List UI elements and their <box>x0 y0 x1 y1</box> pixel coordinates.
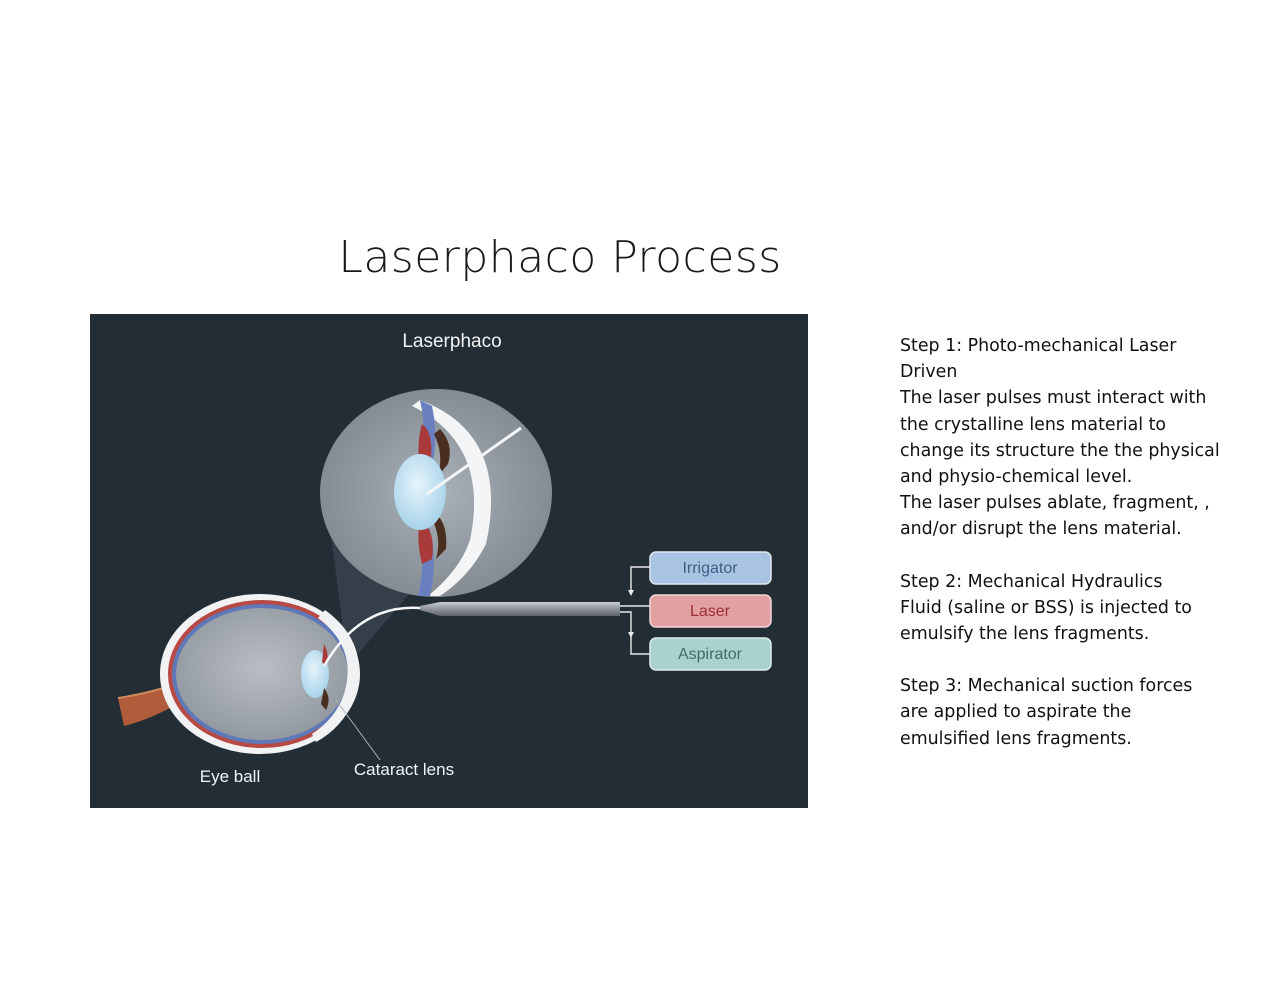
laserphaco-diagram: Laserphaco <box>90 314 808 808</box>
laserphaco-illustration: Laserphaco <box>117 331 772 786</box>
step-2: Step 2: Mechanical Hydraulics Fluid (sal… <box>900 569 1220 648</box>
step-heading: Step 2: Mechanical Hydraulics <box>900 571 1163 592</box>
step-text: Fluid (saline or BSS) is injected to emu… <box>900 597 1192 645</box>
eyeball <box>117 594 381 761</box>
aspirator-box: Aspirator <box>649 637 772 671</box>
step-heading: Step 3: Mechanical suction forces are ap… <box>900 676 1193 749</box>
step-text: The laser pulses ablate, fragment, , and… <box>900 493 1210 540</box>
steps-panel: Step 1: Photo-mechanical Laser Driven Th… <box>900 333 1220 778</box>
step-1: Step 1: Photo-mechanical Laser Driven Th… <box>900 333 1220 543</box>
step-heading: Step 1: Photo-mechanical Laser Driven <box>900 336 1177 383</box>
laser-label: Laser <box>690 603 731 620</box>
step-3: Step 3: Mechanical suction forces are ap… <box>900 673 1220 752</box>
figure-title: Laserphaco <box>402 331 501 352</box>
step-text: The laser pulses must interact with the … <box>900 388 1220 488</box>
laser-box: Laser <box>649 594 772 628</box>
magnified-lens-view <box>320 389 552 597</box>
connector-lines <box>620 566 650 655</box>
irrigator-box: Irrigator <box>649 551 772 585</box>
irrigator-label: Irrigator <box>682 560 738 577</box>
eye-ball-label: Eye ball <box>200 767 260 786</box>
slide-title: Laserphaco Process <box>338 232 782 283</box>
cataract-lens-label: Cataract lens <box>354 760 454 779</box>
aspirator-label: Aspirator <box>678 646 743 663</box>
phaco-probe <box>322 602 620 667</box>
